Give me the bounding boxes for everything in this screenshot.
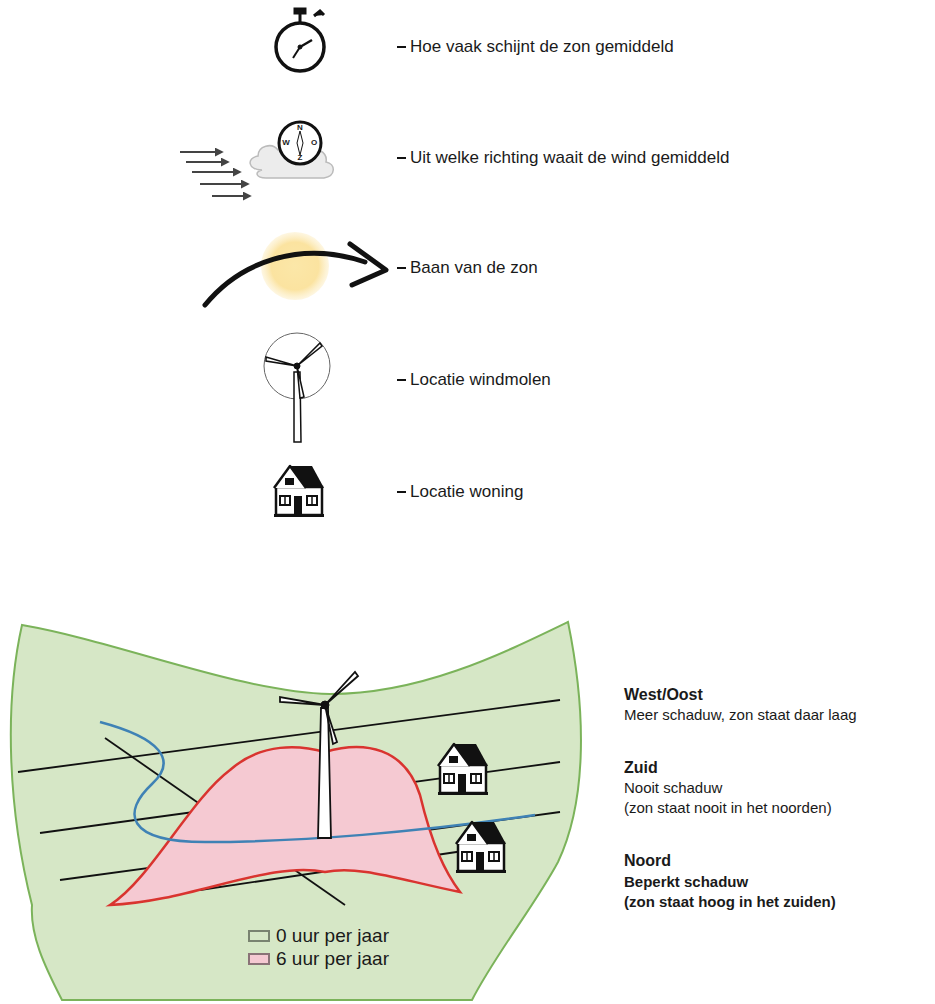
legend-dashes (397, 47, 406, 492)
house (456, 822, 506, 873)
legend-swatch (248, 953, 270, 965)
windmill-icon (264, 333, 330, 442)
house-icon (274, 466, 324, 517)
legend-text: Locatie windmolen (410, 370, 551, 390)
note-text: Zuid (624, 759, 658, 777)
wind-turbine (280, 672, 358, 838)
legend-text: Baan van de zon (410, 258, 538, 278)
legend-text: Uit welke richting waait de wind gemidde… (410, 148, 729, 168)
note-text: Beperkt schaduw (624, 873, 748, 890)
legend-text: 0 uur per jaar (276, 925, 389, 947)
note-text: (zon staat hoog in het zuiden) (624, 893, 836, 910)
legend-text: Locatie woning (410, 482, 523, 502)
note-text: (zon staat nooit in het noorden) (624, 799, 832, 816)
note-text: Meer schaduw, zon staat daar laag (624, 706, 857, 723)
house (438, 744, 488, 795)
note-text: Nooit schaduw (624, 779, 722, 796)
shadow-map (11, 622, 581, 1000)
legend-swatch (248, 930, 270, 942)
sun-path-icon (205, 232, 386, 305)
note-text: Noord (624, 852, 671, 870)
compass-letter: Z (298, 153, 303, 162)
wind-compass-icon (180, 122, 333, 196)
legend-text: 6 uur per jaar (276, 948, 389, 970)
compass-letter: N (297, 123, 303, 132)
note-text: West/Oost (624, 686, 703, 704)
legend-text: Hoe vaak schijnt de zon gemiddeld (410, 37, 674, 57)
compass-letter: W (282, 138, 290, 147)
stopwatch-icon (276, 8, 324, 71)
compass-letter: O (311, 138, 317, 147)
